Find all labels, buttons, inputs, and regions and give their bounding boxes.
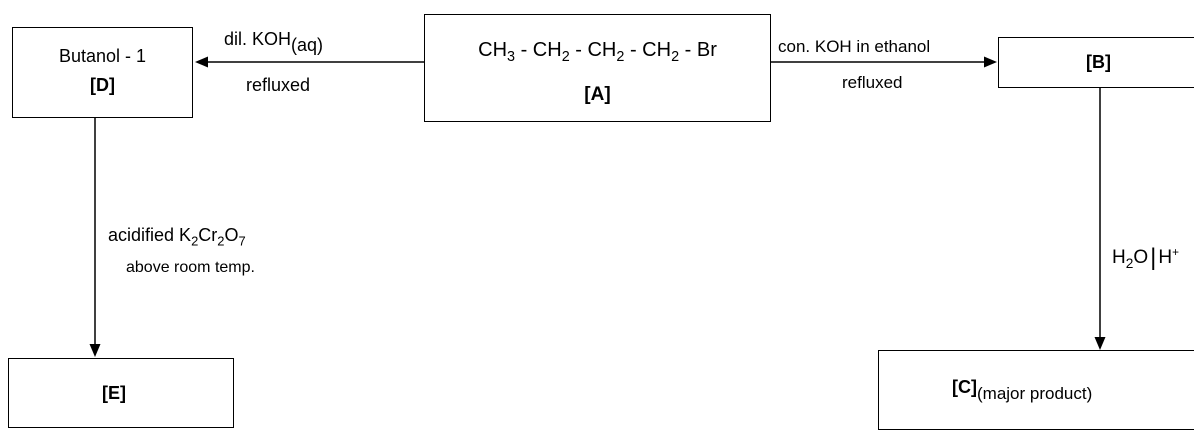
compound-d-label: [D] bbox=[90, 75, 115, 95]
reagent-a-to-d-sub: (aq) bbox=[291, 35, 324, 55]
compound-b-box bbox=[998, 37, 1194, 88]
compound-a-box bbox=[424, 14, 771, 122]
reagent-a-to-d-main: dil. KOH bbox=[224, 29, 292, 49]
reagent-b-to-c-acid: H+ bbox=[1158, 245, 1179, 268]
arrowhead-d-to-e bbox=[89, 344, 101, 357]
condition-d-to-e: above room temp. bbox=[126, 259, 255, 276]
arrowhead-b-to-c bbox=[1094, 337, 1106, 350]
reaction-arrows bbox=[89, 56, 1106, 357]
compound-c-note: (major product) bbox=[977, 384, 1093, 403]
arrowhead-a-to-d bbox=[195, 56, 208, 68]
reagent-b-to-c: H2O|H+ bbox=[1112, 244, 1179, 271]
compound-c-label: [C] bbox=[952, 377, 977, 397]
compound-e-label: [E] bbox=[102, 383, 126, 403]
reagent-b-to-c-water: H2O bbox=[1112, 247, 1149, 271]
arrowhead-a-to-b bbox=[984, 56, 997, 68]
compound-a-label: [A] bbox=[584, 84, 611, 105]
reagent-d-to-e: acidified K2Cr2O7 bbox=[108, 225, 246, 249]
reagent-b-to-c-separator: | bbox=[1150, 244, 1157, 271]
reagent-a-to-b: con. KOH in ethanol bbox=[778, 37, 931, 56]
condition-a-to-d: refluxed bbox=[246, 75, 311, 95]
reagent-a-to-d: dil. KOH(aq) bbox=[224, 29, 323, 54]
compound-a-formula: CH3 - CH2 - CH2 - CH2 - Br bbox=[478, 39, 717, 66]
compound-b-label: [B] bbox=[1086, 52, 1111, 72]
condition-a-to-b: refluxed bbox=[842, 73, 903, 92]
compound-d-box bbox=[12, 27, 193, 118]
compound-c-label-group: [C](major product) bbox=[952, 377, 1092, 402]
compound-d-name: Butanol - 1 bbox=[58, 46, 147, 66]
